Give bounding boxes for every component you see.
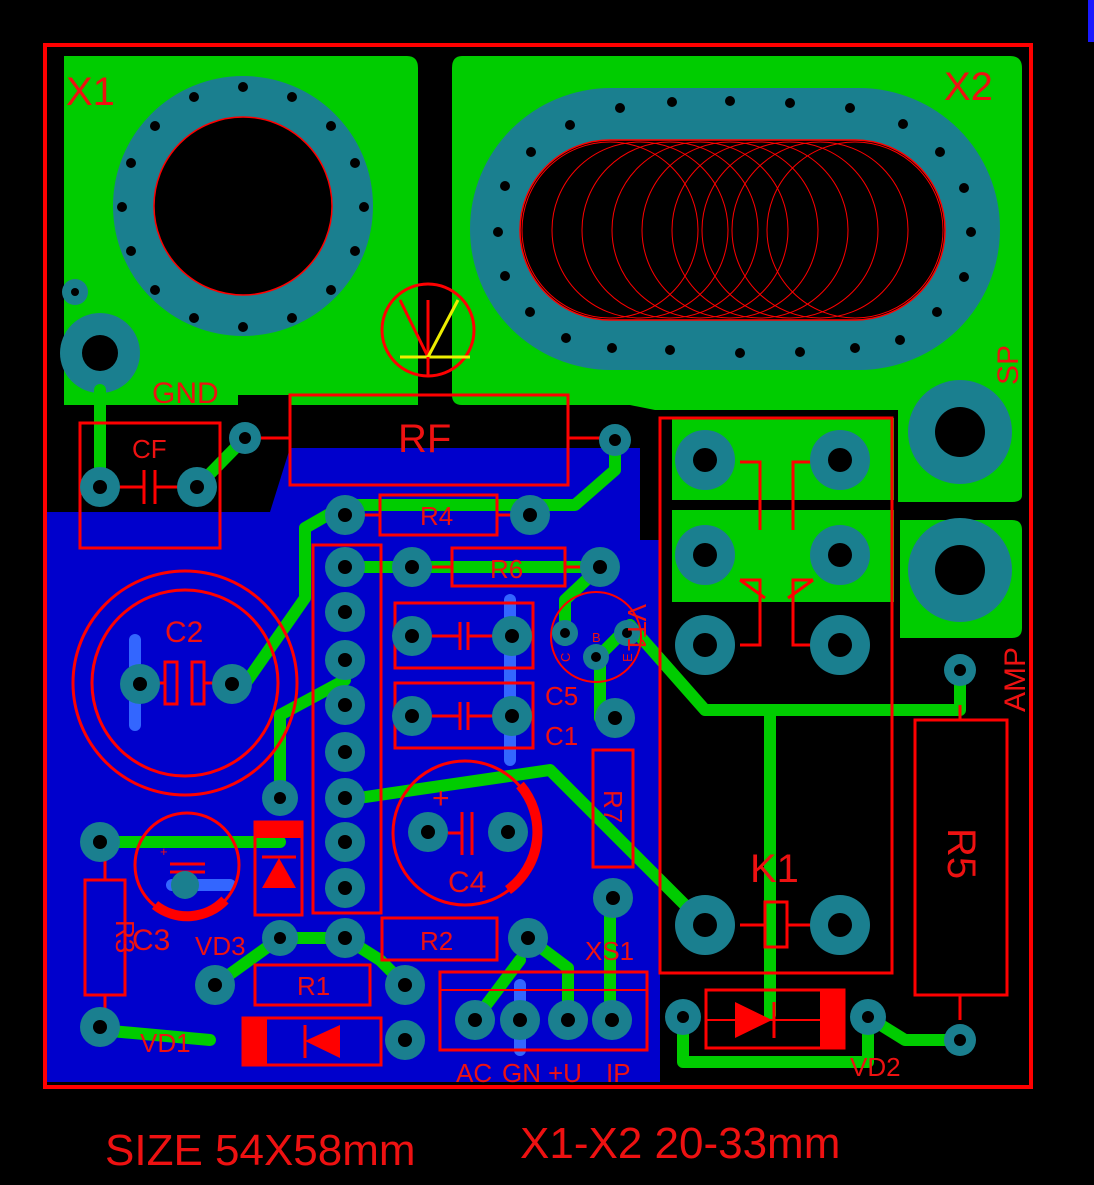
x1-connector-pad <box>113 76 373 336</box>
vt1-label: VT1 <box>622 604 652 652</box>
x2-connector-pad <box>470 88 1000 370</box>
r7-label: R7 <box>598 790 628 823</box>
board-outline <box>43 43 1033 1089</box>
xs1-pin-u: +U <box>548 1058 582 1088</box>
pad-holes <box>93 432 966 1047</box>
sp-label: SP <box>992 345 1025 385</box>
vd3-label: VD3 <box>195 931 246 961</box>
gnd-pads <box>60 279 140 393</box>
rf-label: RF <box>398 417 451 461</box>
r1-label: R1 <box>297 971 330 1001</box>
cf-capacitor: CF <box>78 421 222 550</box>
k1-label: K1 <box>750 847 799 891</box>
vt1-pin-c: C <box>558 653 573 662</box>
c4-capacitor <box>391 759 543 907</box>
c2-capacitor <box>71 569 299 797</box>
k1-relay <box>658 416 894 975</box>
sp-pads <box>908 380 1012 622</box>
r2-resistor: R2 <box>380 916 499 962</box>
vd3-diode <box>253 820 304 917</box>
r2-label: R2 <box>420 926 453 956</box>
vt1-transistor: C B E <box>550 591 642 683</box>
xs1-pin-ip: IP <box>606 1058 631 1088</box>
vd1-diode <box>241 1016 383 1067</box>
x1-x2-range-label: X1-X2 20-33mm <box>520 1119 840 1168</box>
vt1-pin-b: B <box>592 630 601 645</box>
r5-label: R5 <box>939 828 983 879</box>
ic-socket <box>311 543 383 915</box>
xs1-label: XS1 <box>585 936 634 966</box>
r3-label: R3 <box>110 920 140 953</box>
rf-inductor: RF <box>245 393 615 487</box>
gnd-label: GND <box>152 377 219 410</box>
vt1-pin-e: E <box>620 653 635 662</box>
c1-label: C1 <box>545 721 578 751</box>
r1-resistor: R1 <box>253 963 372 1007</box>
amp-label: AMP <box>999 647 1032 712</box>
r6-label: R6 <box>490 554 523 584</box>
x2-label: X2 <box>944 65 993 109</box>
r7-resistor: R7 <box>591 748 635 869</box>
c4-polarity: + <box>432 782 450 815</box>
board-size-label: SIZE 54X58mm <box>105 1126 416 1175</box>
cf-label: CF <box>132 434 167 464</box>
xs1-header <box>438 970 649 1052</box>
c5-label: C5 <box>545 681 578 711</box>
x1-label: X1 <box>66 70 115 114</box>
antenna-symbol <box>380 282 476 378</box>
vd1-label: VD1 <box>140 1028 191 1058</box>
vd2-label: VD2 <box>850 1052 901 1082</box>
r3-resistor: R3 <box>83 860 140 1012</box>
vd2-diode <box>704 988 846 1050</box>
c4-label: C4 <box>448 866 486 899</box>
xs1-pin-gn: GN <box>502 1058 541 1088</box>
r4-label: R4 <box>420 501 453 531</box>
c3-label: C3 <box>132 924 170 957</box>
r5-resistor: R5 <box>913 705 1009 1020</box>
xs1-pin-ac: AC <box>456 1058 492 1088</box>
c3-polarity: + <box>160 844 168 859</box>
c2-label: C2 <box>165 616 203 649</box>
